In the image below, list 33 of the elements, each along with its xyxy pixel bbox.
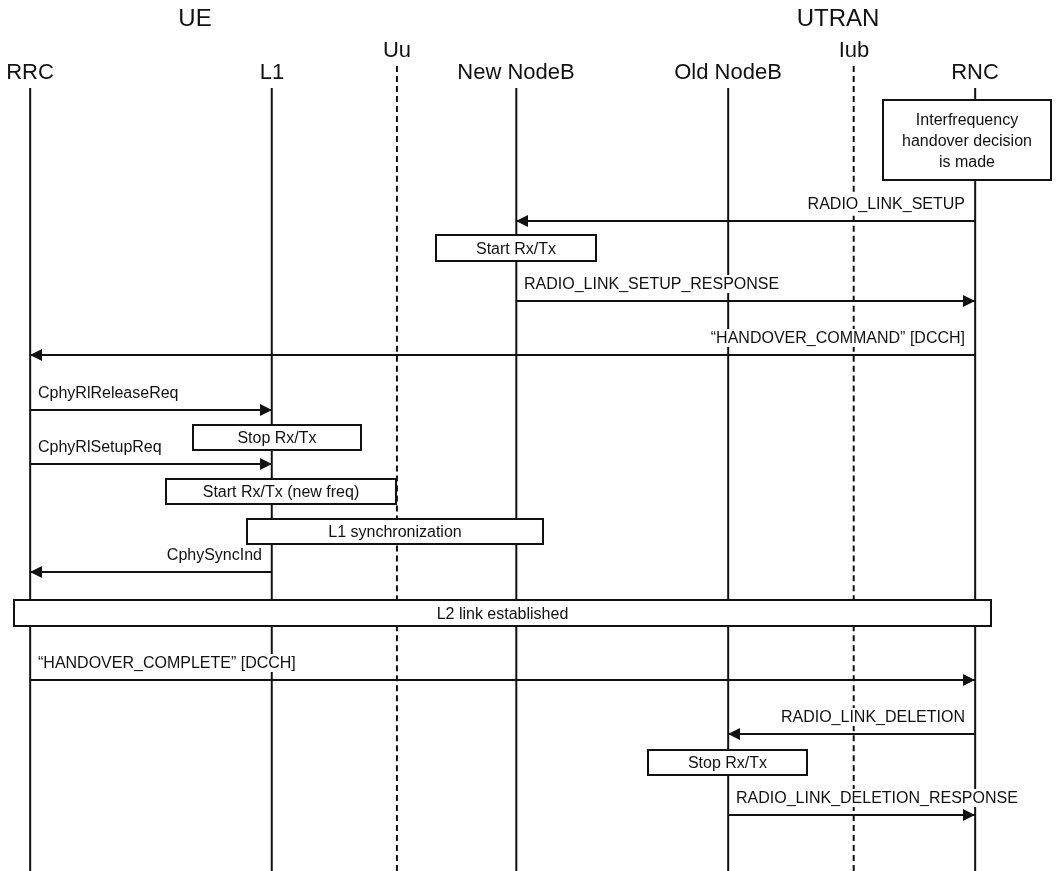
edge-label: RADIO_LINK_DELETION_RESPONSE [734,789,1020,807]
message-arrow [727,728,976,740]
message-arrow [727,809,976,821]
lifeline-label: Uu [381,38,413,62]
edge-label: “HANDOVER_COMPLETE” [DCCH] [36,654,298,672]
lifeline-label: Old NodeB [673,60,783,84]
message-arrow [29,458,273,470]
message-arrow [29,674,976,686]
edge-label: CphyRlSetupReq [36,438,164,456]
activity-box: Start Rx/Tx [435,234,597,262]
lifeline-label: L1 [258,60,286,84]
edge-label: CphyRlReleaseReq [36,384,181,402]
group-label: UTRAN [796,4,880,32]
message-arrow [515,295,976,307]
activity-box: Stop Rx/Tx [647,749,808,776]
message-arrow [29,349,976,361]
message-arrow [29,404,273,416]
activity-box: L2 link established [13,599,992,627]
activity-box: L1 synchronization [246,518,544,545]
message-arrow [515,215,976,227]
message-arrow [29,566,273,578]
activity-box: Start Rx/Tx (new freq) [165,478,397,505]
lifeline-label: New NodeB [456,60,576,84]
activity-box: Interfrequency handover decision is made [882,99,1052,181]
lifeline-label: RRC [5,60,55,84]
edge-label: CphySyncInd [164,546,264,564]
edge-label: “HANDOVER_COMMAND” [DCCH] [708,329,967,347]
group-label: UE [178,4,212,32]
lifeline-label: Iub [837,38,871,62]
activity-box: Stop Rx/Tx [192,424,362,451]
lifeline-label: RNC [950,60,1000,84]
edge-label: RADIO_LINK_SETUP [805,195,967,213]
edge-label: RADIO_LINK_SETUP_RESPONSE [522,275,782,293]
